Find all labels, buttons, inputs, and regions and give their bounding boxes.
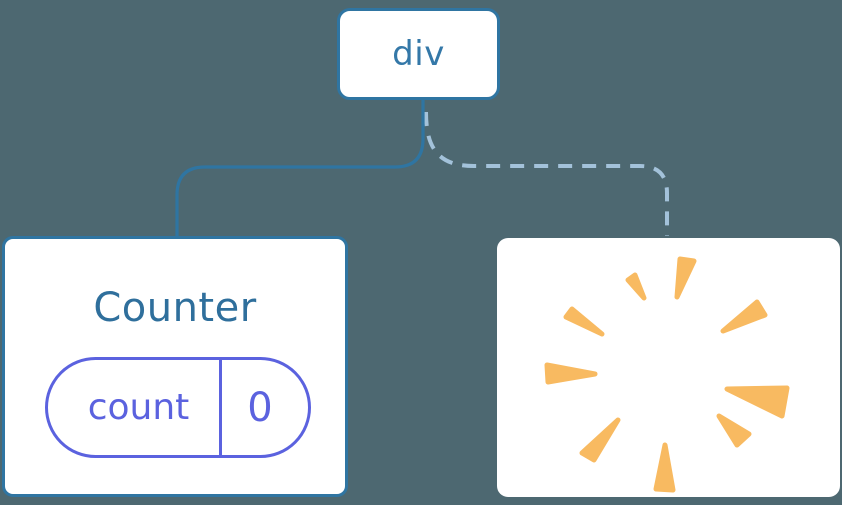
counter-title: Counter — [93, 285, 257, 331]
state-key-label: count — [87, 387, 190, 428]
state-value: 0 — [247, 384, 273, 431]
state-pill-key-segment: count — [48, 360, 219, 455]
tree-node-removed — [497, 238, 840, 497]
root-node-label: div — [392, 34, 445, 74]
state-pill-value-segment: 0 — [222, 360, 308, 455]
tree-node-div: div — [337, 8, 500, 100]
state-pill-divider — [219, 360, 222, 455]
connector-solid-line — [175, 100, 425, 236]
state-pill: count 0 — [45, 357, 311, 458]
connector-dashed-line — [424, 111, 669, 236]
tree-node-counter: Counter count 0 — [2, 236, 348, 497]
